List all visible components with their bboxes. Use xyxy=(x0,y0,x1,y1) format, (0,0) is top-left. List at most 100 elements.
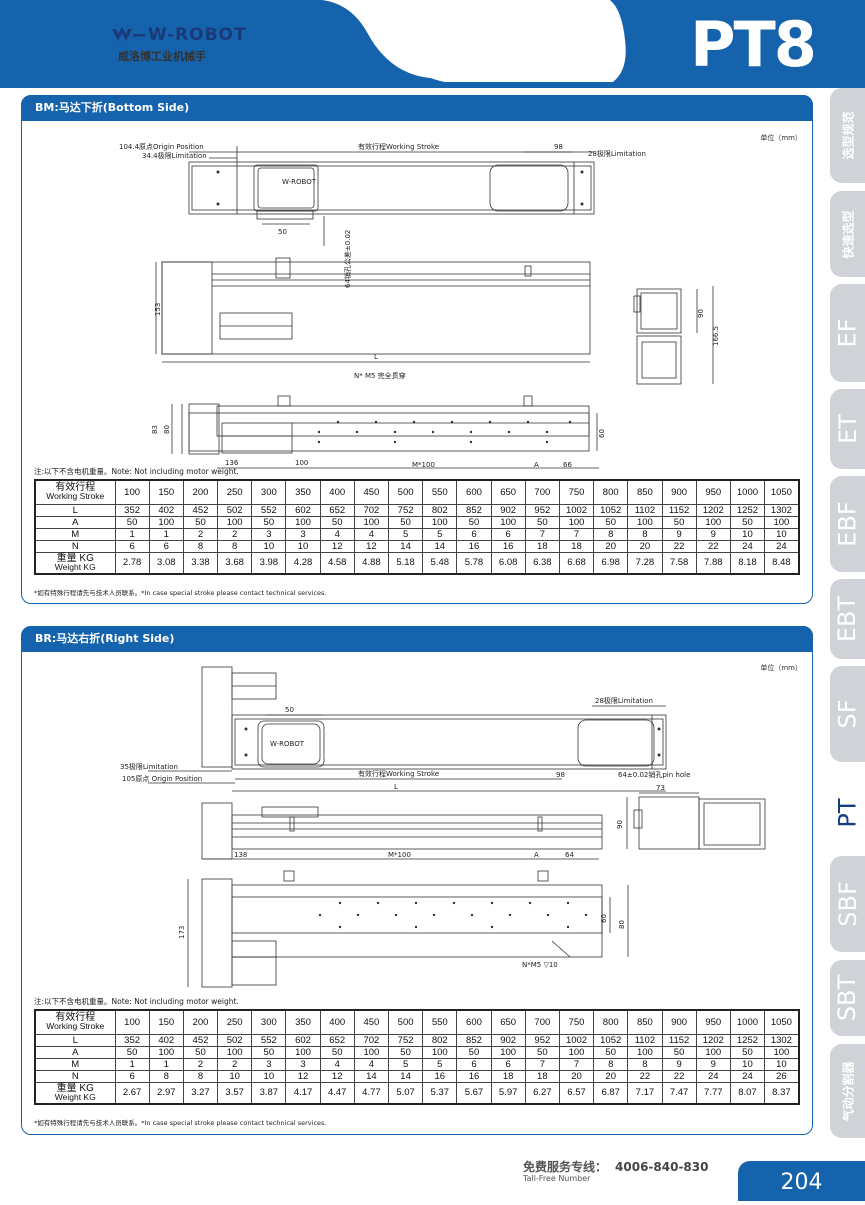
side-tab-9[interactable]: SBT xyxy=(830,960,865,1036)
table-cell: 8 xyxy=(593,1057,629,1071)
table-cell: 4.77 xyxy=(353,1081,390,1105)
table-cell: 752 xyxy=(387,1033,424,1047)
table-cell: 5 xyxy=(387,527,424,541)
dim-64: 64 xyxy=(565,851,574,859)
table-cell: 500 xyxy=(387,1009,424,1035)
table-cell: 2 xyxy=(217,527,253,541)
table-cell: 3 xyxy=(285,527,321,541)
table-cell: 50 xyxy=(319,515,355,529)
table-cell: 100 xyxy=(285,515,321,529)
dim-stroke: 有效行程Working Stroke xyxy=(358,769,439,778)
table-cell: 50 xyxy=(182,1045,219,1059)
side-tab-6[interactable]: SF xyxy=(830,666,865,762)
page-number: 204 xyxy=(738,1161,865,1201)
table-cell: 7.58 xyxy=(661,551,697,575)
table-cell: 8.37 xyxy=(764,1081,800,1105)
side-tab-10[interactable]: 气动分割器 xyxy=(830,1044,865,1138)
table-cell: 6.87 xyxy=(593,1081,629,1105)
table-cell: 50 xyxy=(182,515,219,529)
table-cell: 1102 xyxy=(627,503,663,517)
dim-66: 66 xyxy=(563,461,572,469)
table-cell: 50 xyxy=(661,1045,697,1059)
table-cell: 1302 xyxy=(764,1033,800,1047)
row-header: M xyxy=(34,527,116,541)
dim-83: 83 xyxy=(151,425,159,434)
side-tab-8[interactable]: SBF xyxy=(830,856,865,952)
dim-origin: 104.4原点Origin Position xyxy=(119,143,204,151)
table-cell: 16 xyxy=(456,539,492,553)
table-cell: 7 xyxy=(558,527,595,541)
table-cell: 12 xyxy=(353,539,390,553)
table-cell: 650 xyxy=(490,479,526,505)
table-cell: 100 xyxy=(217,1045,253,1059)
table-cell: 250 xyxy=(217,479,253,505)
brand-chinese: 威洛博工业机械手 xyxy=(118,50,206,63)
side-tab-label: EBT xyxy=(833,595,862,643)
side-tab-label: EF xyxy=(833,318,862,348)
table-cell: 100 xyxy=(764,1045,800,1059)
table-cell: 1000 xyxy=(729,1009,766,1035)
table-cell: 50 xyxy=(729,515,766,529)
side-tab-1[interactable]: 快速选型 xyxy=(830,191,865,277)
table-cell: 2.97 xyxy=(148,1081,184,1105)
table-cell: 7 xyxy=(558,1057,595,1071)
table-cell: 7.88 xyxy=(695,551,731,575)
side-tab-label: PT xyxy=(833,798,862,828)
table-cell: 10 xyxy=(251,1069,287,1083)
dim-100: 100 xyxy=(295,459,308,467)
table-cell: 1 xyxy=(148,1057,184,1071)
dim-A: A xyxy=(534,461,539,469)
side-tab-7[interactable]: PT xyxy=(830,778,865,848)
dim-pin: 64销孔公差±0.02 xyxy=(343,230,352,288)
table-cell: 502 xyxy=(217,1033,253,1047)
table-cell: 4.28 xyxy=(285,551,321,575)
table-cell: 50 xyxy=(387,515,424,529)
table-cell: 5.78 xyxy=(456,551,492,575)
side-tab-label: EBF xyxy=(833,501,862,547)
table-cell: 16 xyxy=(490,539,526,553)
table-footnote: *如有特殊行程请先与技术人员联系。*In case special stroke… xyxy=(34,589,327,597)
table-cell: 9 xyxy=(661,527,697,541)
table-cell: 500 xyxy=(387,479,424,505)
side-tab-3[interactable]: ET xyxy=(830,389,865,469)
unit-label: 单位（mm） xyxy=(760,664,802,672)
dim-pin: 64±0.02销孔pin hole xyxy=(618,770,690,779)
stroke-label-en: Working Stroke xyxy=(46,491,105,502)
table-cell: 352 xyxy=(114,503,150,517)
table-cell: 50 xyxy=(729,1045,766,1059)
table-cell: 950 xyxy=(695,1009,731,1035)
side-tab-5[interactable]: EBT xyxy=(830,579,865,659)
model-code: PT8 xyxy=(690,8,817,81)
table-cell: 9 xyxy=(695,527,731,541)
table-cell: 200 xyxy=(182,479,219,505)
side-tab-2[interactable]: EF xyxy=(830,284,865,382)
side-tab-0[interactable]: 选型规范 xyxy=(830,88,865,183)
dim-80: 80 xyxy=(163,425,171,434)
table-cell: 850 xyxy=(627,479,663,505)
table-cell: 450 xyxy=(353,1009,390,1035)
table-cell: 6.38 xyxy=(524,551,560,575)
table-cell: 1002 xyxy=(558,503,595,517)
table-cell: 100 xyxy=(422,515,458,529)
table-cell: 2.78 xyxy=(114,551,150,575)
table-cell: 24 xyxy=(695,1069,731,1083)
table-cell: 18 xyxy=(524,539,560,553)
table-cell: 50 xyxy=(387,1045,424,1059)
row-header: A xyxy=(34,1045,116,1059)
drawing-bottom-side: W-ROBOT 104.4原点Origin Position 34.4极限Lim… xyxy=(119,142,720,469)
table-cell: 6.27 xyxy=(524,1081,560,1105)
table-cell: 1052 xyxy=(593,1033,629,1047)
table-cell: 8.48 xyxy=(764,551,800,575)
side-tab-4[interactable]: EBF xyxy=(830,476,865,572)
table-cell: 4 xyxy=(353,527,390,541)
table-cell: 100 xyxy=(148,515,184,529)
brand-name: W-ROBOT xyxy=(148,25,247,45)
table-cell: 150 xyxy=(148,479,184,505)
stroke-label-en: Working Stroke xyxy=(46,1021,105,1032)
weight-label-cn: 重量 KG xyxy=(56,552,94,564)
stroke-label-cn: 有效行程 xyxy=(55,1012,96,1024)
